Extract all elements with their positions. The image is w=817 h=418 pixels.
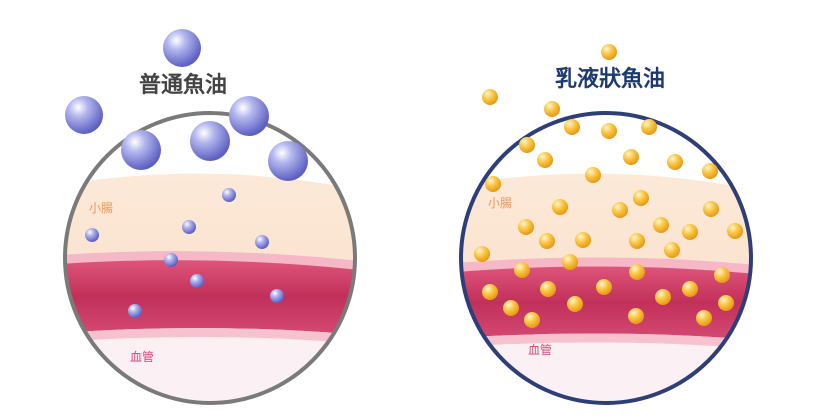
emulsified-title: 乳液狀魚油	[555, 66, 665, 92]
gold-droplet	[727, 223, 743, 239]
blue-droplet	[65, 96, 103, 134]
gold-droplet	[629, 233, 645, 249]
blue-droplet-small	[85, 228, 99, 242]
gold-droplet	[585, 167, 601, 183]
gold-droplet	[514, 262, 530, 278]
gold-droplet	[703, 201, 719, 217]
gold-droplet	[518, 219, 534, 235]
gold-droplet	[540, 281, 556, 297]
blue-droplet-small	[182, 220, 196, 234]
blue-droplet-small	[164, 253, 178, 267]
gold-droplet	[482, 89, 498, 105]
gold-droplet	[482, 284, 498, 300]
gold-droplet	[575, 232, 591, 248]
gold-droplet	[601, 44, 617, 60]
gold-droplet	[537, 152, 553, 168]
gold-droplet	[485, 176, 501, 192]
gold-droplet	[601, 123, 617, 139]
gold-droplet	[562, 254, 578, 270]
gold-droplet	[567, 296, 583, 312]
regular-vessel-label: 血管	[130, 349, 154, 364]
gold-droplet	[655, 289, 671, 305]
gold-droplet	[539, 233, 555, 249]
gold-droplet	[667, 154, 683, 170]
gold-droplet	[664, 242, 680, 258]
regular-fish-oil-panel: 普通魚油 小腸 血管	[60, 29, 360, 410]
blue-droplet-small	[190, 274, 204, 288]
gold-droplet	[552, 199, 568, 215]
emulsified-vessel-label: 血管	[528, 342, 552, 357]
regular-title: 普通魚油	[139, 72, 227, 98]
gold-droplet	[474, 246, 490, 262]
gold-droplet	[544, 101, 560, 117]
gold-droplet	[519, 137, 535, 153]
regular-intestine-label: 小腸	[89, 201, 113, 215]
gold-droplet	[524, 312, 540, 328]
gold-droplet	[564, 119, 580, 135]
blue-droplet	[229, 96, 269, 136]
gold-droplet	[702, 163, 718, 179]
blue-droplet-small	[128, 304, 142, 318]
gold-droplet	[503, 300, 519, 316]
gold-droplet	[628, 308, 644, 324]
blue-droplet-small	[255, 235, 269, 249]
gold-droplet	[682, 281, 698, 297]
blue-droplet	[190, 121, 230, 161]
gold-droplet	[718, 295, 734, 311]
gold-droplet	[696, 310, 712, 326]
gold-droplet	[612, 202, 628, 218]
emulsified-intestine-label: 小腸	[488, 196, 512, 210]
gold-droplet	[596, 279, 612, 295]
gold-droplet	[623, 149, 639, 165]
blue-droplet-small	[270, 289, 284, 303]
emulsified-fish-oil-panel: 乳液狀魚油 小腸 血管	[456, 44, 756, 410]
gold-droplet	[633, 190, 649, 206]
blue-droplet-small	[222, 188, 236, 202]
gold-droplet	[653, 217, 669, 233]
blue-droplet	[121, 130, 161, 170]
blue-droplet	[268, 141, 308, 181]
gold-droplet	[629, 264, 645, 280]
blue-droplet	[163, 29, 201, 67]
gold-droplet	[641, 119, 657, 135]
gold-droplet	[714, 267, 730, 283]
gold-droplet	[682, 224, 698, 240]
